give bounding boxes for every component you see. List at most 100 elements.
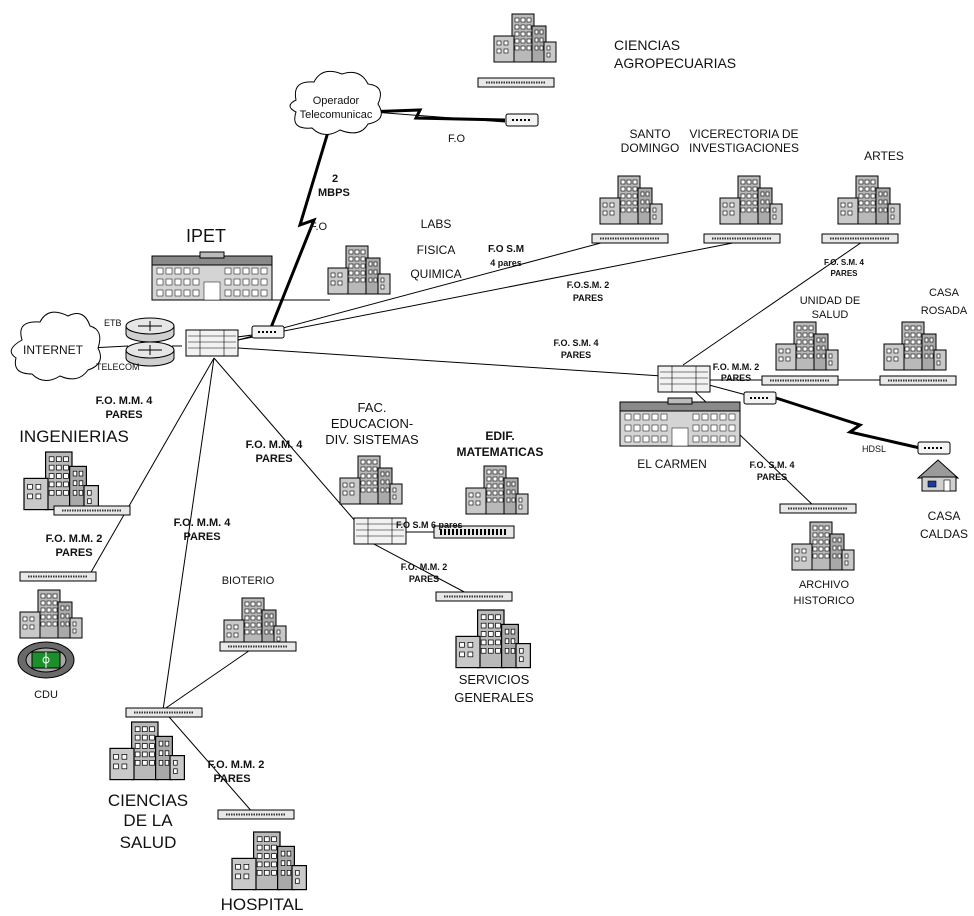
label-link-fomm-hosp: F.O. M.M. 2 PARES	[208, 759, 265, 785]
vicerectoria-building-icon	[719, 175, 783, 225]
ciencias-salud-switch-icon	[125, 707, 203, 718]
label-link-fo-ipet: F.O	[310, 221, 328, 233]
label-fac-educacion: FAC. EDUCACION- DIV. SISTEMAS	[325, 400, 419, 447]
svg-text:SALUD: SALUD	[120, 833, 177, 852]
svg-text:SERVICIOS: SERVICIOS	[459, 672, 530, 687]
svg-text:VICERECTORIA DE: VICERECTORIA DE	[689, 127, 798, 141]
el-carmen-modem-icon	[743, 391, 777, 405]
bioterio-building-icon	[223, 597, 287, 647]
svg-text:EDUCACION-: EDUCACION-	[331, 416, 413, 431]
label-link-fosm-carmen: F.O. S.M. 4 PARES	[553, 338, 598, 360]
svg-text:CIENCIAS: CIENCIAS	[108, 791, 188, 810]
svg-text:PARES: PARES	[55, 547, 92, 559]
santo-domingo-switch-icon	[591, 233, 669, 244]
archivo-building-icon	[791, 521, 855, 571]
label-etb: ETB	[104, 318, 122, 328]
svg-text:MBPS: MBPS	[318, 187, 350, 199]
label-bioterio: BIOTERIO	[222, 575, 275, 587]
hospital-switch-icon	[217, 809, 295, 820]
label-el-carmen: EL CARMEN	[637, 457, 707, 471]
label-link-hdsl: HDSL	[862, 444, 886, 454]
etb-router-icon	[125, 317, 175, 343]
svg-text:F.O.S.M. 2: F.O.S.M. 2	[567, 280, 610, 290]
svg-text:2: 2	[332, 173, 338, 185]
svg-text:DE LA: DE LA	[123, 811, 173, 830]
svg-text:CASA: CASA	[928, 509, 961, 523]
svg-text:F.O. M.M. 4: F.O. M.M. 4	[246, 439, 304, 451]
link-artes	[682, 239, 866, 366]
label-unidad-salud: UNIDAD DE SALUD	[800, 295, 861, 321]
svg-text:F.O. S.M. 4: F.O. S.M. 4	[553, 338, 598, 348]
servicios-building-icon	[455, 609, 532, 669]
ipet-modem-icon	[251, 325, 285, 339]
bioterio-switch-icon	[219, 641, 297, 652]
label-artes: ARTES	[864, 149, 904, 163]
casa-caldas-modem-icon	[917, 441, 951, 455]
label-archivo: ARCHIVO HISTORICO	[794, 579, 855, 607]
label-santo-domingo: SANTO DOMINGO	[621, 127, 680, 155]
el-carmen-building-icon	[619, 397, 741, 447]
artes-building-icon	[837, 175, 901, 225]
svg-text:EDIF.: EDIF.	[485, 429, 514, 443]
svg-text:INVESTIGACIONES: INVESTIGACIONES	[689, 141, 799, 155]
label-vicerectoria: VICERECTORIA DE INVESTIGACIONES	[689, 127, 799, 155]
svg-text:F.O. S.M. 4: F.O. S.M. 4	[824, 258, 865, 267]
label-link-fosm-4: F.O S.M 4 pares	[488, 244, 524, 268]
el-carmen-hub-icon	[657, 365, 711, 393]
casa-rosada-building-icon	[883, 321, 947, 371]
label-link-fomm-unidad: F.O. M.M. 2 PARES	[713, 362, 760, 383]
internet-cloud-icon	[10, 311, 101, 381]
svg-text:MATEMATICAS: MATEMATICAS	[457, 445, 544, 459]
label-link-fomm-fac: F.O. M.M. 4 PARES	[246, 439, 304, 465]
svg-text:4 pares: 4 pares	[490, 258, 522, 268]
label-casa-caldas: CASA CALDAS	[920, 509, 968, 541]
link-fac-educacion	[213, 357, 357, 523]
label-internet: INTERNET	[23, 343, 84, 357]
svg-text:F.O. M.M. 2: F.O. M.M. 2	[46, 533, 103, 545]
label-link-fomm-ing: F.O. M.M. 4 PARES	[96, 395, 154, 421]
svg-text:DIV. SISTEMAS: DIV. SISTEMAS	[325, 432, 419, 447]
label-link-2mbps: 2 MBPS	[318, 173, 350, 199]
label-link-fo-agro: F.O	[448, 133, 466, 145]
link-bioterio	[162, 645, 257, 711]
link-ciencias-salud	[162, 357, 215, 711]
casa-rosada-switch-icon	[879, 375, 957, 386]
svg-text:Telecomunicac: Telecomunicac	[300, 109, 373, 121]
house-icon	[916, 459, 960, 492]
svg-text:HISTORICO: HISTORICO	[794, 595, 855, 607]
svg-text:PARES: PARES	[213, 773, 250, 785]
svg-text:QUIMICA: QUIMICA	[410, 267, 461, 281]
matematicas-building-icon	[465, 465, 529, 515]
label-link-fosm-archivo: F.O. S.M. 4 PARES	[749, 460, 794, 482]
label-hospital: HOSPITAL	[221, 895, 304, 914]
svg-text:F.O. S.M. 4: F.O. S.M. 4	[749, 460, 794, 470]
link-hospital	[162, 709, 255, 815]
svg-text:F.O. M.M. 4: F.O. M.M. 4	[96, 395, 154, 407]
svg-text:DOMINGO: DOMINGO	[621, 141, 680, 155]
svg-text:CALDAS: CALDAS	[920, 527, 968, 541]
labs-building-icon	[327, 245, 391, 295]
svg-text:SALUD: SALUD	[812, 309, 849, 321]
fac-educacion-building-icon	[339, 455, 403, 505]
label-edif-matematicas: EDIF. MATEMATICAS	[457, 429, 544, 459]
ingenierias-building-icon	[23, 451, 100, 511]
agropecuarias-modem-icon	[505, 113, 539, 127]
cdu-switch-icon	[19, 571, 97, 582]
label-casa-rosada: CASA ROSADA	[921, 287, 968, 317]
stadium-icon	[17, 641, 75, 679]
link-hdsl	[775, 396, 921, 450]
svg-text:AGROPECUARIAS: AGROPECUARIAS	[614, 55, 736, 71]
svg-text:FAC.: FAC.	[358, 400, 387, 415]
svg-text:F.O. M.M. 2: F.O. M.M. 2	[208, 759, 265, 771]
svg-text:PARES: PARES	[831, 269, 859, 278]
link-el-carmen	[237, 347, 663, 377]
label-labs: LABS FISICA QUIMICA	[410, 217, 461, 281]
link-servicios	[369, 541, 471, 596]
label-link-fosm-artes: F.O. S.M. 4 PARES	[824, 258, 865, 278]
svg-text:SANTO: SANTO	[629, 127, 670, 141]
ingenierias-switch-icon	[53, 505, 131, 516]
label-servicios: SERVICIOS GENERALES	[454, 672, 534, 705]
svg-text:LABS: LABS	[421, 217, 452, 231]
label-agropecuarias: CIENCIAS AGROPECUARIAS	[614, 37, 736, 71]
unidad-salud-building-icon	[775, 321, 839, 371]
